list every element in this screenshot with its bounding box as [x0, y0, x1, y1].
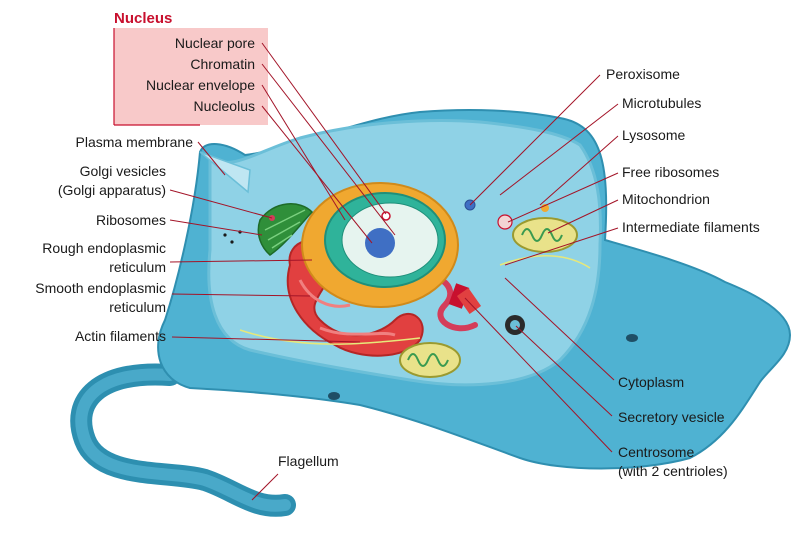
leader-peroxisome	[469, 74, 601, 206]
centrosome	[448, 283, 482, 315]
label-rough-er-1: Rough endoplasmic	[42, 240, 166, 256]
leader-smooth-er	[171, 293, 311, 297]
ribosome	[230, 240, 234, 244]
rough-er-folds	[298, 279, 396, 337]
leader-plasma-membrane	[197, 141, 226, 176]
nuclear-pore-marker	[381, 211, 391, 221]
mitochondrion-2-cristae	[407, 353, 449, 367]
nucleolus	[365, 228, 395, 258]
leader-ribosomes	[169, 219, 263, 236]
leader-intermediate-filaments	[504, 227, 619, 266]
leader-lysosome	[539, 135, 619, 206]
surface-pore-2	[328, 392, 340, 400]
label-nuclear-pore: Nuclear pore	[175, 35, 255, 51]
plasma-membrane-fold	[199, 151, 251, 194]
label-plasma-membrane: Plasma membrane	[76, 134, 194, 150]
mitochondrion-cristae	[521, 228, 563, 242]
label-rough-er-2: reticulum	[109, 259, 166, 275]
label-smooth-er-1: Smooth endoplasmic	[35, 280, 166, 296]
flagellum-highlight	[75, 368, 291, 512]
nucleus-label-box	[114, 28, 268, 125]
label-golgi-vesicles: Golgi vesicles	[80, 163, 166, 179]
leader-golgi-vesicles	[169, 189, 273, 219]
leader-centrosome	[464, 297, 613, 453]
leader-actin-filaments	[171, 336, 361, 343]
label-lysosome: Lysosome	[622, 127, 686, 143]
label-ribosomes: Ribosomes	[96, 212, 166, 228]
nucleus-title: Nucleus	[114, 10, 172, 27]
leader-secretory-vesicle	[515, 325, 613, 417]
leader-rough-er	[169, 259, 313, 263]
leader-free-ribosomes	[507, 172, 619, 223]
label-cytoplasm: Cytoplasm	[618, 374, 684, 390]
leader-cytoplasm	[504, 277, 615, 381]
label-intermediate-filaments: Intermediate filaments	[622, 219, 760, 235]
golgi-stacks	[264, 209, 306, 249]
lysosome	[497, 214, 513, 230]
label-secretory-vesicle: Secretory vesicle	[618, 409, 725, 425]
leader-nuclear-envelope	[261, 84, 346, 221]
label-chromatin: Chromatin	[190, 56, 255, 72]
label-flagellum: Flagellum	[278, 453, 339, 469]
leader-nucleolus	[261, 105, 373, 244]
leader-chromatin	[261, 63, 396, 236]
label-centrosome-2: (with 2 centrioles)	[618, 463, 728, 479]
label-golgi-apparatus: (Golgi apparatus)	[58, 182, 166, 198]
label-nucleolus: Nucleolus	[194, 98, 255, 114]
leader-mitochondrion	[547, 199, 619, 234]
label-free-ribosomes: Free ribosomes	[622, 164, 719, 180]
label-smooth-er-2: reticulum	[109, 299, 166, 315]
leader-flagellum	[251, 473, 279, 501]
label-microtubules: Microtubules	[622, 95, 701, 111]
leader-microtubules	[499, 103, 619, 196]
leader-nuclear-pore	[261, 42, 387, 215]
ribosome	[223, 233, 227, 237]
label-mitochondrion: Mitochondrion	[622, 191, 710, 207]
actin-filaments	[239, 329, 421, 345]
intermediate-filaments	[499, 255, 591, 269]
label-actin-filaments: Actin filaments	[75, 328, 166, 344]
label-centrosome-1: Centrosome	[618, 444, 694, 460]
mitochondrion-2	[399, 342, 461, 378]
surface-pore	[626, 334, 638, 342]
flagellum	[70, 363, 296, 517]
label-peroxisome: Peroxisome	[606, 66, 680, 82]
label-nuclear-envelope: Nuclear envelope	[146, 77, 255, 93]
